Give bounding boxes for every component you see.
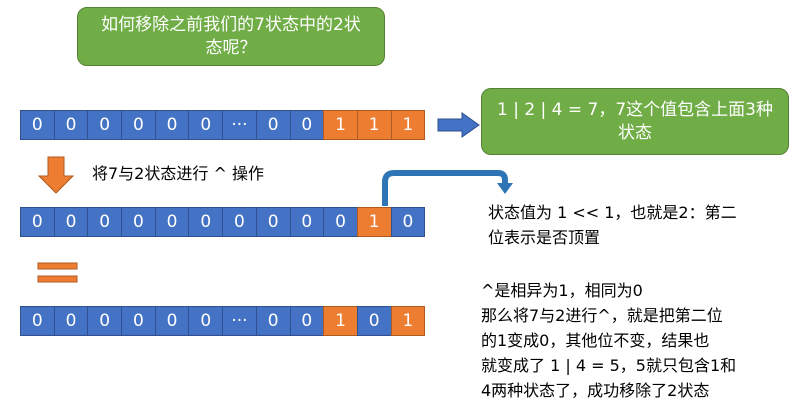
bit-cell: 0	[154, 306, 190, 336]
bit-cell: 0	[289, 207, 325, 237]
bit-cell: 0	[121, 306, 156, 336]
bit-cell: 0	[255, 207, 291, 237]
equals-icon	[37, 275, 78, 283]
bit-cell: 0	[188, 110, 224, 140]
question-line-1: 如何移除之前我们的7状态中的2状	[101, 14, 361, 35]
bit-cell: 0	[323, 207, 358, 237]
bit-cell: 0	[87, 110, 123, 140]
result-note-bubble: 1 | 2 | 4 = 7，7这个值包含上面3种 状态	[481, 88, 789, 155]
explanation-line: ^是相异为1，相同为0	[481, 281, 643, 300]
explanation-line: 就变成了 1 | 4 = 5，5就只包含1和	[481, 356, 737, 375]
bit-cell: 1	[390, 110, 426, 140]
bit-cell: 0	[188, 306, 224, 336]
bit-cell: 1	[323, 110, 358, 140]
state-note: 状态值为 1 << 1，也就是2：第二 位表示是否顶置	[488, 200, 737, 250]
bit-cell: 0	[188, 207, 224, 237]
bit-row-result: 0 0 0 0 0 0 ··· 0 0 1 0 1	[20, 306, 426, 336]
state-note-line-2: 位表示是否顶置	[488, 228, 601, 247]
bit-cell: 1	[323, 306, 358, 336]
bit-cell: 0	[356, 306, 392, 336]
bit-cell: 0	[222, 207, 257, 237]
bit-cell: 0	[154, 110, 190, 140]
bit-row-mask: 0 0 0 0 0 0 0 0 0 0 1 0	[20, 207, 426, 237]
bit-cell: 1	[356, 207, 392, 237]
result-note-line-1: 1 | 2 | 4 = 7，7这个值包含上面3种	[496, 99, 774, 120]
explanation-line: 那么将7与2进行^，就是把第二位	[481, 306, 723, 325]
question-bubble: 如何移除之前我们的7状态中的2状 态呢？	[77, 7, 385, 66]
connector-arrowhead-icon	[497, 183, 513, 194]
explanation-line: 的1变成0，其他位不变，结果也	[481, 331, 710, 350]
xor-step-label: 将7与2状态进行 ^ 操作	[92, 164, 264, 183]
down-arrow-icon	[37, 156, 75, 194]
bit-cell: 0	[289, 306, 325, 336]
result-note-line-2: 状态	[618, 122, 652, 143]
bit-cell: 0	[121, 110, 156, 140]
bit-cell-ellipsis: ···	[222, 110, 257, 140]
bit-cell: 0	[87, 207, 123, 237]
curved-connector	[382, 170, 508, 206]
bit-cell: 0	[289, 110, 325, 140]
bit-cell: 0	[87, 306, 123, 336]
equals-icon	[37, 262, 78, 270]
bit-cell: 0	[255, 306, 291, 336]
bit-cell: 1	[390, 306, 426, 336]
bit-cell: 0	[20, 306, 55, 336]
bit-cell: 1	[356, 110, 392, 140]
explanation-text: ^是相异为1，相同为0 那么将7与2进行^，就是把第二位 的1变成0，其他位不变…	[481, 278, 736, 403]
bit-cell: 0	[154, 207, 190, 237]
bit-cell: 0	[255, 110, 291, 140]
bit-row-original: 0 0 0 0 0 0 ··· 0 0 1 1 1	[20, 110, 426, 140]
explanation-line: 4两种状态了，成功移除了2状态	[481, 381, 710, 400]
bit-cell: 0	[53, 110, 89, 140]
right-arrow-icon	[437, 112, 480, 138]
bit-cell: 0	[53, 207, 89, 237]
state-note-line-1: 状态值为 1 << 1，也就是2：第二	[488, 203, 737, 222]
question-line-2: 态呢？	[205, 37, 257, 58]
bit-cell: 0	[390, 207, 426, 237]
